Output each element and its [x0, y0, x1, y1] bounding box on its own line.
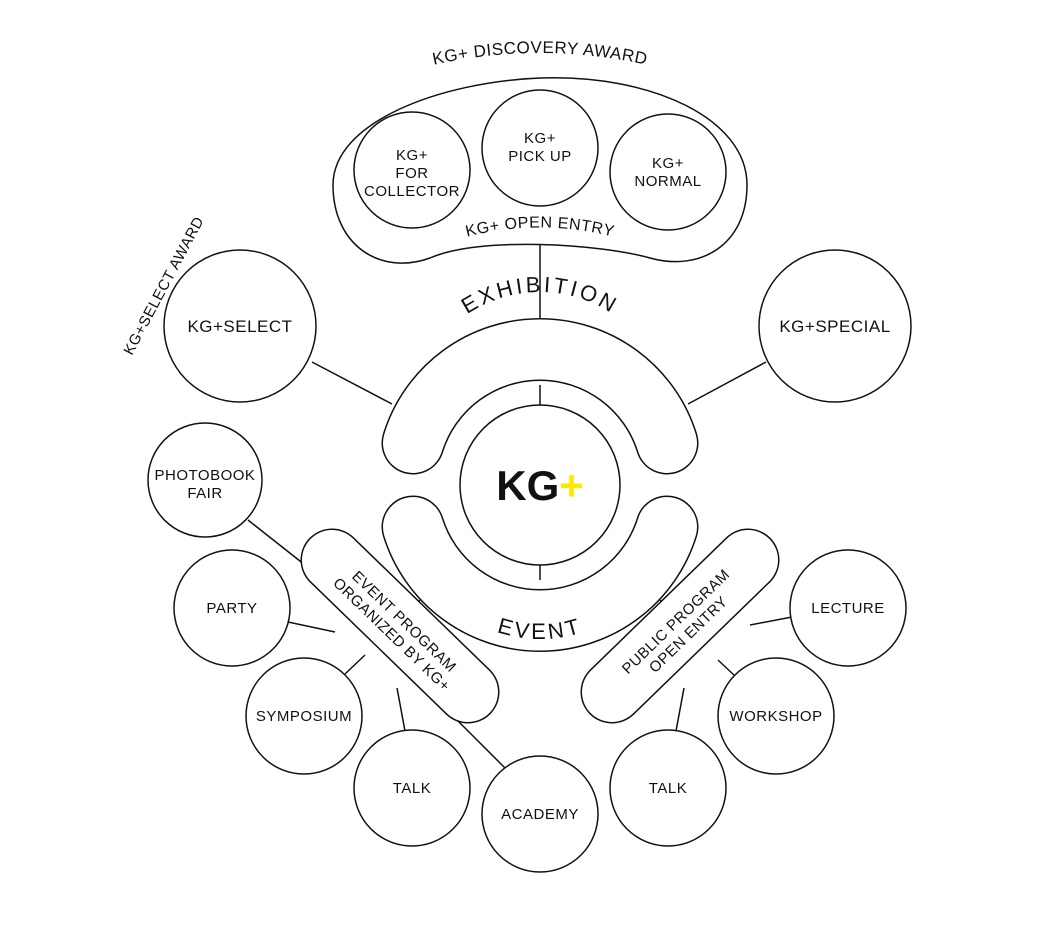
- svg-text:PHOTOBOOK: PHOTOBOOK: [155, 467, 256, 484]
- connector-workshop: [717, 659, 736, 677]
- public-node-workshop: WORKSHOP: [717, 657, 835, 775]
- discovery-award-label: KG+ DISCOVERY AWARD: [431, 38, 650, 69]
- event-node-symposium: SYMPOSIUM: [245, 657, 363, 775]
- event-band: EVENT: [381, 495, 699, 652]
- svg-text:KG+: KG+: [524, 130, 556, 147]
- special-node: KG+SPECIAL: [758, 249, 912, 403]
- svg-text:KG+SPECIAL: KG+SPECIAL: [779, 317, 890, 336]
- connector-symposium: [344, 654, 366, 675]
- svg-text:NORMAL: NORMAL: [634, 173, 701, 190]
- svg-text:FAIR: FAIR: [187, 485, 222, 502]
- select-node: KG+SELECT: [163, 249, 317, 403]
- connector-talk-left: [396, 687, 406, 732]
- svg-text:PICK UP: PICK UP: [508, 148, 572, 165]
- connector-photobook: [247, 519, 306, 566]
- svg-text:SYMPOSIUM: SYMPOSIUM: [256, 708, 352, 725]
- svg-text:TALK: TALK: [393, 780, 431, 797]
- connector-academy: [454, 717, 506, 769]
- event-node-academy: ACADEMY: [481, 755, 599, 873]
- kg-plus-logo: KG+: [496, 462, 584, 509]
- connectors: [247, 240, 793, 769]
- public-node-talk: TALK: [609, 729, 727, 847]
- svg-text:KG+: KG+: [396, 147, 428, 164]
- svg-text:LECTURE: LECTURE: [811, 600, 885, 617]
- open-entry-node-pick-up: KG+ PICK UP: [481, 89, 599, 207]
- svg-text:FOR: FOR: [395, 165, 428, 182]
- connector-talk-right: [675, 687, 685, 732]
- connector-party: [287, 621, 336, 633]
- event-node-photobook-fair: PHOTOBOOK FAIR: [147, 422, 263, 538]
- event-node-party: PARTY: [173, 549, 291, 667]
- svg-text:TALK: TALK: [649, 780, 687, 797]
- connector-lecture: [749, 616, 793, 626]
- public-node-lecture: LECTURE: [789, 549, 907, 667]
- svg-text:KG+: KG+: [652, 155, 684, 172]
- kg-plus-center: KG+: [459, 404, 621, 566]
- open-entry-node-for-collector: KG+ FOR COLLECTOR: [353, 111, 471, 229]
- svg-text:COLLECTOR: COLLECTOR: [364, 183, 460, 200]
- svg-text:PARTY: PARTY: [206, 600, 257, 617]
- svg-text:ACADEMY: ACADEMY: [501, 806, 579, 823]
- event-node-talk: TALK: [353, 729, 471, 847]
- svg-text:KG+SELECT: KG+SELECT: [187, 317, 292, 336]
- connector-select: [311, 361, 393, 405]
- svg-text:WORKSHOP: WORKSHOP: [729, 708, 822, 725]
- connector-special: [687, 361, 767, 405]
- open-entry-node-normal: KG+ NORMAL: [609, 113, 727, 231]
